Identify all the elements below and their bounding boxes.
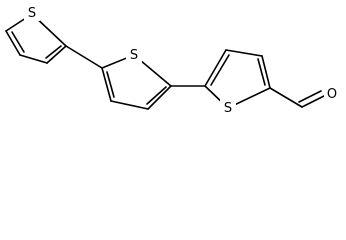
bond-r3-c5-c4-inner	[257, 58, 266, 86]
bond-r1-c4-c5	[5, 30, 21, 56]
aldehyde-group	[269, 87, 325, 108]
atom-s1: S	[24, 3, 40, 21]
bond-r2-c4-c3	[110, 100, 149, 110]
atom-s3: S	[220, 98, 236, 116]
atom-s2: S	[126, 45, 142, 63]
terthiophene-aldehyde-structure: S S S O	[5, 3, 340, 116]
bond-c-o-inner	[298, 90, 322, 103]
bond-r3-c3-c2-inner	[210, 54, 230, 86]
bond-r3-c5-c4	[261, 55, 271, 89]
thiophene-ring-middle	[101, 54, 172, 110]
bond-ring3-cho	[269, 87, 303, 108]
atom-label-s2: S	[130, 48, 138, 63]
molecule-canvas: S S S O	[5, 3, 340, 116]
bond-ring1-ring2	[65, 45, 103, 69]
bond-r2-c5-c4-inner	[146, 86, 167, 105]
thiophene-ring-left	[5, 13, 67, 64]
atom-label-s3: S	[224, 101, 232, 116]
bond-r2-c5-c4	[147, 85, 172, 110]
bond-r1-c2-c3	[46, 45, 67, 64]
bond-c-o-outer	[301, 95, 325, 108]
bond-r2-c3-c2-inner	[106, 71, 115, 98]
bond-r3-c3-c2	[204, 49, 227, 87]
bond-r1-c2-c3-inner	[45, 45, 62, 59]
bond-r2-c3-c2	[101, 67, 112, 102]
bond-r1-c4-c5-inner	[11, 31, 25, 53]
bond-r3-c4-c3	[225, 49, 263, 57]
thiophene-ring-right	[204, 49, 271, 109]
atom-label-o1: O	[327, 87, 337, 102]
atom-label-s1: S	[28, 6, 36, 21]
atom-o1: O	[324, 84, 340, 102]
bond-r1-c3-c4	[19, 54, 48, 64]
